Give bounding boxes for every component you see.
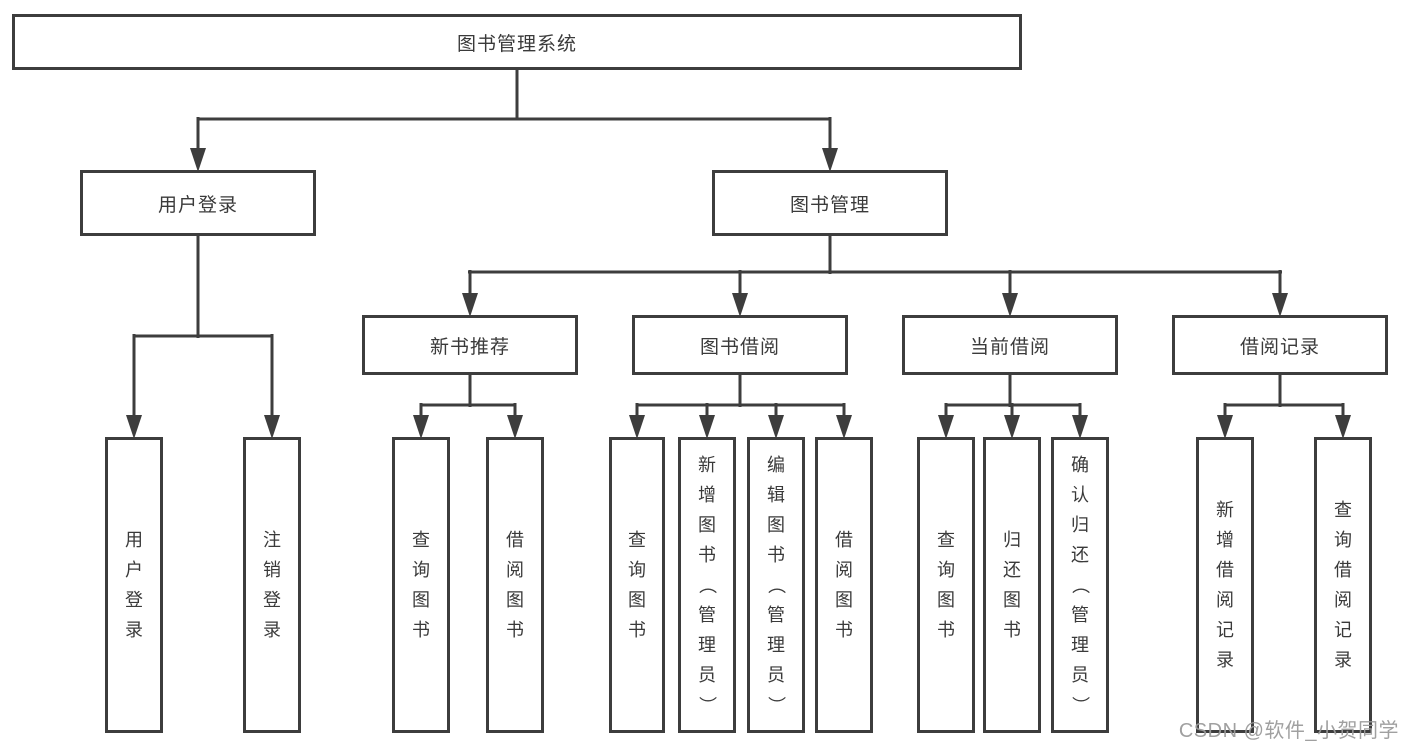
node-book-management-label: 图书管理 [789,194,870,216]
connector-new-book-recommend-to-leaves [413,373,523,439]
leaf-query-borrow-record: 查询借阅记录 [1314,437,1372,733]
watermark: CSDN @软件_小贺同学 [1178,720,1399,742]
node-user-login: 用户登录 [80,170,316,236]
leaf-logout: 注销登录 [243,437,301,733]
leaf-query-books-borrow: 查询图书 [609,437,665,733]
node-new-book-recommend-label: 新书推荐 [429,336,510,358]
leaf-query-books-current: 查询图书 [917,437,975,733]
node-root-label: 图书管理系统 [456,33,577,55]
connector-root-to-level2 [190,68,838,172]
leaf-borrow-books-recommend: 借阅图书 [486,437,544,733]
node-new-book-recommend: 新书推荐 [362,315,578,375]
node-borrow-records: 借阅记录 [1172,315,1388,375]
leaf-return-books: 归还图书 [983,437,1041,733]
node-book-borrow-label: 图书借阅 [699,336,780,358]
leaf-edit-book-admin: 编辑图书（管理员） [747,437,805,733]
leaf-add-book-admin: 新增图书（管理员） [678,437,736,733]
leaf-user-login: 用户登录 [105,437,163,733]
leaf-add-borrow-record: 新增借阅记录 [1196,437,1254,733]
node-current-borrow: 当前借阅 [902,315,1118,375]
connector-book-management-to-level3 [462,234,1288,317]
node-book-borrow: 图书借阅 [632,315,848,375]
node-book-management: 图书管理 [712,170,948,236]
node-current-borrow-label: 当前借阅 [969,336,1050,358]
node-root-library-management-system: 图书管理系统 [12,14,1022,70]
connector-current-borrow-to-leaves [938,373,1088,439]
leaf-confirm-return-admin: 确认归还（管理员） [1051,437,1109,733]
connector-borrow-records-to-leaves [1217,373,1351,439]
node-borrow-records-label: 借阅记录 [1239,336,1320,358]
connector-book-borrow-to-leaves [629,373,852,439]
node-user-login-label: 用户登录 [157,194,238,216]
connector-user-login-to-leaves [126,234,280,439]
leaf-query-books-recommend: 查询图书 [392,437,450,733]
leaf-borrow-books: 借阅图书 [815,437,873,733]
